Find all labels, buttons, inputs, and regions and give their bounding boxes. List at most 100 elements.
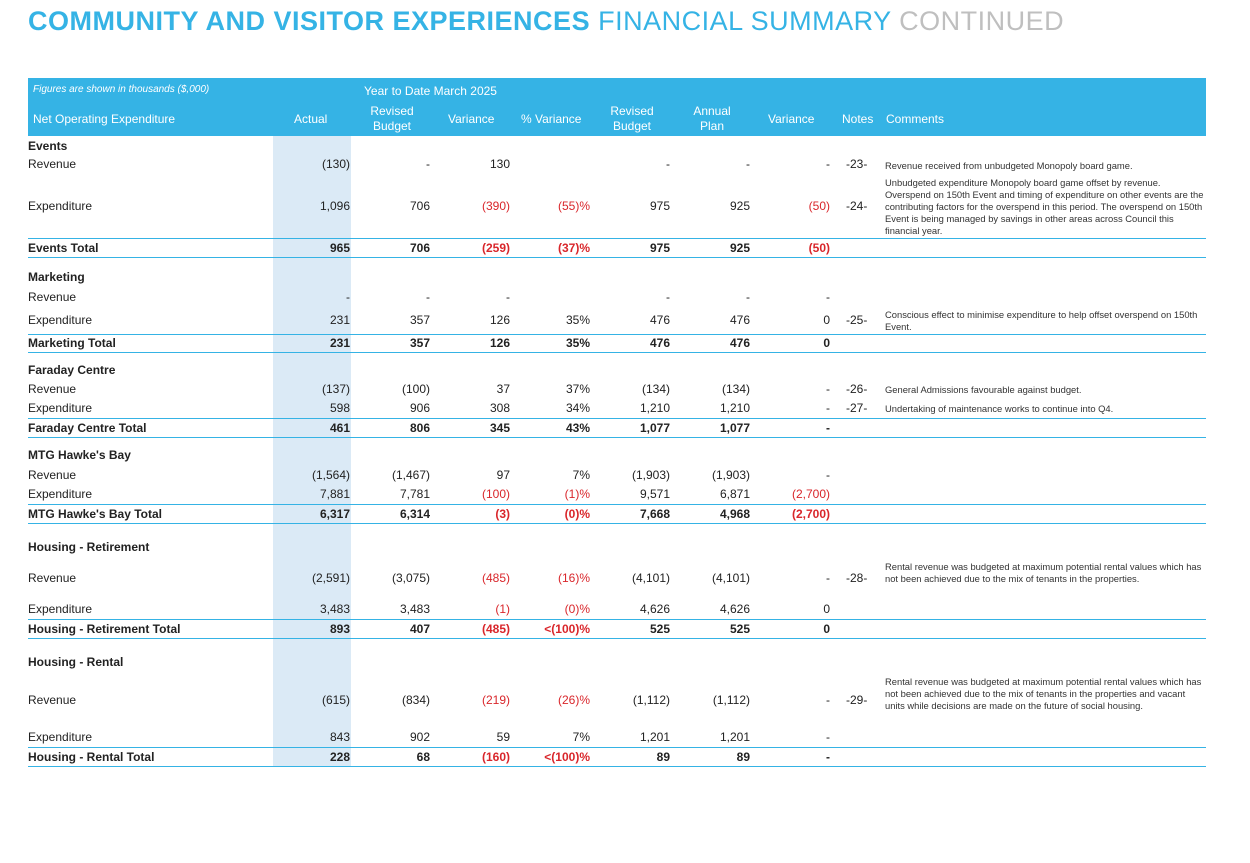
note-ref: -25- [846, 313, 868, 327]
row-label: Expenditure [28, 487, 93, 501]
title-part-1: COMMUNITY AND VISITOR EXPERIENCES [28, 6, 591, 36]
total-cell: 231 [329, 336, 350, 350]
table-cell: - [346, 290, 350, 304]
table-cell: (1,903) [631, 468, 670, 482]
total-cell: 1,077 [639, 421, 670, 435]
period-label: Year to Date March 2025 [364, 84, 497, 98]
row-label: Expenditure [28, 313, 93, 327]
table-cell: (4,101) [711, 571, 750, 585]
table-cell: (3,075) [391, 571, 430, 585]
table-cell: 308 [489, 401, 510, 415]
table-cell: 4,626 [719, 602, 750, 616]
comment-text: General Admissions favourable against bu… [885, 384, 1082, 395]
row-label: Revenue [28, 468, 77, 482]
row-label: Revenue [28, 290, 77, 304]
table-cell: (1,467) [391, 468, 430, 482]
table-cell: - [826, 401, 830, 415]
total-cell: 6,314 [399, 507, 430, 521]
total-cell: (50) [808, 241, 830, 255]
total-cell: 525 [649, 622, 670, 636]
total-cell: 0 [823, 336, 830, 350]
total-cell: 461 [329, 421, 350, 435]
col-annual-plan: Annual Plan [693, 104, 731, 133]
table-cell: 357 [409, 313, 430, 327]
section-title: Faraday Centre [28, 363, 116, 377]
table-cell: (50) [808, 199, 830, 213]
table-cell: 1,210 [639, 401, 670, 415]
table-cell: - [826, 382, 830, 396]
total-cell: 6,317 [319, 507, 350, 521]
table-cell: 925 [729, 199, 750, 213]
total-label: MTG Hawke's Bay Total [28, 507, 162, 521]
table-cell: 37 [496, 382, 510, 396]
table-cell: 476 [649, 313, 670, 327]
total-cell: 7,668 [639, 507, 670, 521]
col-pct-variance: % Variance [521, 112, 582, 126]
total-cell: 4,968 [719, 507, 750, 521]
table-cell: (137) [321, 382, 350, 396]
note-ref: -29- [846, 693, 868, 707]
total-cell: <(100)% [544, 750, 590, 764]
row-separator [28, 334, 1206, 335]
row-label: Expenditure [28, 730, 93, 744]
row-label: Expenditure [28, 401, 93, 415]
total-cell: 228 [329, 750, 350, 764]
table-cell: (219) [481, 693, 510, 707]
col-variance-ytd: Variance [448, 112, 495, 126]
total-cell: (2,700) [791, 507, 830, 521]
row-label: Revenue [28, 693, 77, 707]
total-cell: 357 [409, 336, 430, 350]
table-cell: 3,483 [399, 602, 430, 616]
total-cell: - [826, 750, 830, 764]
table-cell: (1)% [564, 487, 590, 501]
table-cell: (16)% [557, 571, 590, 585]
table-cell: 37% [565, 382, 590, 396]
table-cell: - [826, 468, 830, 482]
row-label: Revenue [28, 157, 77, 171]
net-operating-label: Net Operating Expenditure [33, 112, 176, 126]
table-cell: - [666, 290, 670, 304]
table-cell: 476 [729, 313, 750, 327]
total-cell: 975 [649, 241, 670, 255]
table-cell: (55)% [557, 199, 590, 213]
table-cell: - [826, 730, 830, 744]
total-cell: 1,077 [719, 421, 750, 435]
row-separator [28, 747, 1206, 748]
table-cell: 7% [572, 468, 590, 482]
comment-text: Revenue received from unbudgeted Monopol… [885, 160, 1133, 171]
total-cell: 89 [736, 750, 750, 764]
row-separator [28, 257, 1206, 258]
total-cell: 43% [565, 421, 590, 435]
table-cell: 9,571 [639, 487, 670, 501]
actual-column-highlight [273, 136, 351, 766]
row-label: Revenue [28, 571, 77, 585]
total-cell: (259) [481, 241, 510, 255]
col-notes: Notes [842, 112, 874, 126]
comment-text: Undertaking of maintenance works to cont… [885, 403, 1114, 414]
figures-note: Figures are shown in thousands ($,000) [33, 84, 210, 95]
row-separator [28, 619, 1206, 620]
row-label: Expenditure [28, 199, 93, 213]
total-cell: 476 [649, 336, 670, 350]
table-cell: 35% [565, 313, 590, 327]
comment-text: Rental revenue was budgeted at maximum p… [885, 561, 1202, 584]
table-cell: 130 [489, 157, 510, 171]
table-cell: (4,101) [631, 571, 670, 585]
row-separator [28, 238, 1206, 239]
table-cell: 902 [409, 730, 430, 744]
total-cell: 706 [409, 241, 430, 255]
table-cell: (100) [481, 487, 510, 501]
total-cell: 35% [565, 336, 590, 350]
table-cell: - [826, 693, 830, 707]
total-cell: 893 [329, 622, 350, 636]
table-cell: 3,483 [319, 602, 350, 616]
total-cell: (0)% [564, 507, 590, 521]
total-cell: <(100)% [544, 622, 590, 636]
row-separator [28, 638, 1206, 639]
table-cell: - [746, 157, 750, 171]
total-label: Marketing Total [28, 336, 116, 350]
table-cell: (134) [721, 382, 750, 396]
table-header: Figures are shown in thousands ($,000) Y… [28, 78, 1206, 136]
table-cell: (130) [321, 157, 350, 171]
comment-text: Rental revenue was budgeted at maximum p… [885, 676, 1202, 711]
